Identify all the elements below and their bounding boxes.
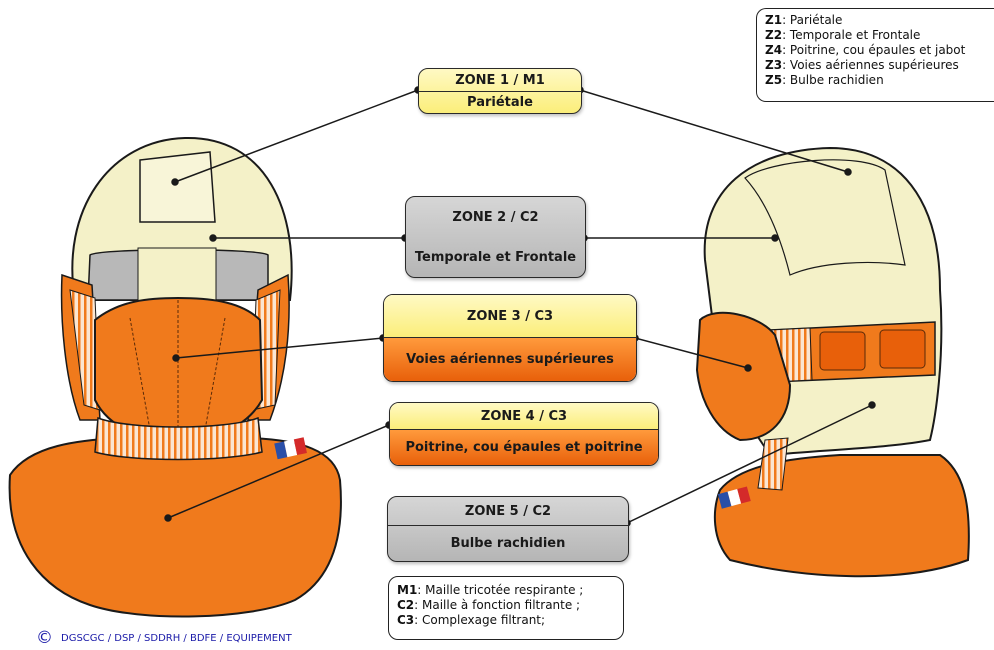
zone-legend-row: Z5: Bulbe rachidien (765, 73, 884, 87)
front-view-hood (8, 136, 342, 618)
front-mask (94, 296, 264, 442)
material-legend-row: C2: Maille à fonction filtrante ; (397, 598, 581, 612)
zone-legend-row: Z3: Voies aériennes supérieures (765, 58, 959, 72)
zone-2-code: ZONE 2 / C2 (452, 209, 539, 225)
front-collar (8, 437, 342, 618)
side-mask (695, 311, 792, 442)
side-view-hood (695, 146, 970, 578)
front-flag-icon (274, 437, 307, 460)
material-legend: M1: Maille tricotée respirante ; C2: Mai… (388, 576, 624, 640)
zone-legend: Z1: Pariétale Z2: Temporale et Frontale … (756, 8, 994, 102)
zone-3-code: ZONE 3 / C3 (384, 295, 636, 338)
zone-legend-row: Z4: Poitrine, cou épaules et jabot (765, 43, 966, 57)
front-neck-stripes (94, 416, 263, 461)
zone-3-name: Voies aériennes supérieures (384, 338, 636, 381)
zone-1-box: ZONE 1 / M1 Pariétale (418, 68, 582, 114)
front-top-panel (139, 151, 216, 223)
side-collar (713, 454, 970, 578)
front-visor-center (137, 247, 217, 307)
zone-1-code: ZONE 1 / M1 (419, 69, 581, 92)
zone-1-name: Pariétale (467, 95, 533, 110)
zone-4-name: Poitrine, cou épaules et poitrine (390, 430, 658, 465)
zone-4-box: ZONE 4 / C3 Poitrine, cou épaules et poi… (389, 402, 659, 466)
zone-5-code: ZONE 5 / C2 (388, 497, 628, 526)
side-top-panel (744, 159, 906, 276)
zone-legend-row: Z1: Pariétale (765, 13, 843, 27)
zone-2-box: ZONE 2 / C2 Temporale et Frontale (405, 196, 586, 278)
material-legend-row: M1: Maille tricotée respirante ; (397, 583, 584, 597)
zone-3-box: ZONE 3 / C3 Voies aériennes supérieures (383, 294, 637, 382)
credit-text: DGSCGC / DSP / SDDRH / BDFE / EQUIPEMENT (61, 632, 292, 644)
zone-5-box: ZONE 5 / C2 Bulbe rachidien (387, 496, 629, 562)
copyright-icon: © (36, 628, 53, 648)
zone-2-name: Temporale et Frontale (414, 249, 577, 265)
side-neck-stripes (757, 437, 789, 491)
zone-5-name: Bulbe rachidien (450, 536, 566, 551)
side-flag-icon (717, 486, 751, 509)
copyright-credit: © DGSCGC / DSP / SDDRH / BDFE / EQUIPEME… (36, 628, 292, 648)
zone-4-code: ZONE 4 / C3 (390, 403, 658, 430)
material-legend-row: C3: Complexage filtrant; (397, 613, 546, 627)
zone-legend-row: Z2: Temporale et Frontale (765, 28, 921, 42)
